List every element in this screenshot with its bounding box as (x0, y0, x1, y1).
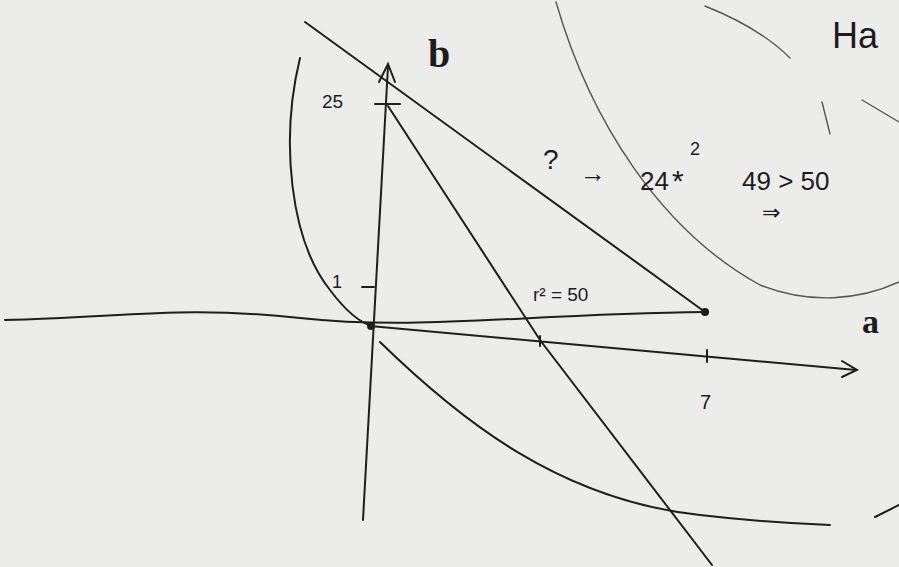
axis-label: b (428, 34, 450, 74)
b-axis (363, 66, 388, 520)
equation-label: r² = 50 (530, 284, 591, 305)
tick (706, 350, 708, 362)
tick (375, 103, 400, 105)
line (305, 22, 705, 312)
axis-value: 1 (332, 273, 342, 291)
implies-symbol: ⇒ (762, 202, 780, 224)
question-mark: ? (543, 146, 559, 174)
operator: * (672, 166, 684, 196)
axis-label: a (862, 305, 879, 339)
stroke (822, 102, 830, 134)
curve (290, 58, 372, 326)
note-text: 24 (640, 168, 669, 194)
note-text: Ha (832, 18, 878, 54)
faint-arc (556, 2, 899, 298)
line (388, 106, 712, 565)
stroke (862, 100, 899, 122)
note-text: 49 > 50 (742, 168, 829, 194)
origin-dot (367, 322, 375, 330)
curve (380, 342, 830, 525)
point-dot (701, 308, 709, 316)
stroke (705, 6, 790, 58)
axis-arrowhead (379, 64, 395, 82)
tick (362, 286, 374, 288)
axis-value: 7 (700, 392, 711, 412)
arrow-symbol: → (580, 160, 606, 186)
axis-arrowhead (842, 361, 857, 377)
axis-value: 25 (322, 92, 343, 111)
exponent: 2 (690, 140, 700, 158)
stroke (875, 505, 899, 517)
a-axis (370, 326, 856, 370)
